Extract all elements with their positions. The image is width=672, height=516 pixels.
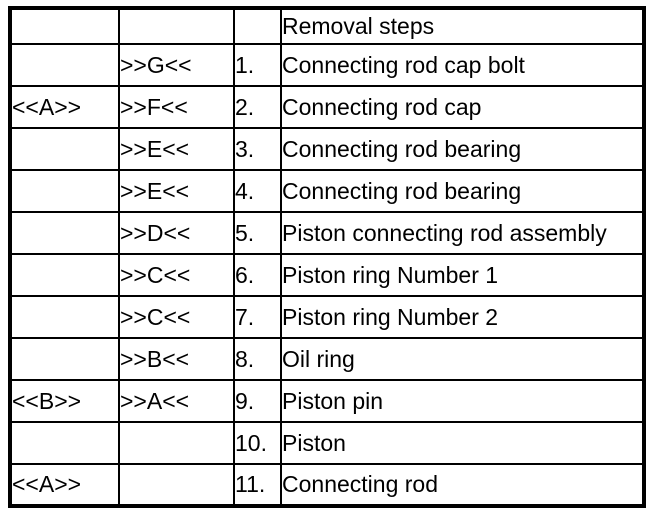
step-description-cell: Connecting rod bearing <box>280 127 645 171</box>
group-cell <box>9 253 120 297</box>
marker-cell: >>E<< <box>118 169 235 213</box>
table-row: >>E<< 3. Connecting rod bearing <box>9 127 645 171</box>
group-cell <box>9 169 120 213</box>
step-number-cell: 11. <box>233 463 282 507</box>
step-description-cell: Piston ring Number 1 <box>280 253 645 297</box>
group-cell <box>9 211 120 255</box>
group-cell: <<B>> <box>9 379 120 423</box>
marker-cell: >>F<< <box>118 85 235 129</box>
header-number-cell <box>233 7 282 45</box>
marker-cell <box>118 463 235 507</box>
step-description-cell: Connecting rod bearing <box>280 169 645 213</box>
step-description-cell: Piston pin <box>280 379 645 423</box>
step-description-cell: Connecting rod cap <box>280 85 645 129</box>
table-row: <<B>> >>A<< 9. Piston pin <box>9 379 645 423</box>
marker-cell: >>E<< <box>118 127 235 171</box>
marker-cell: >>A<< <box>118 379 235 423</box>
table-row: >>D<< 5. Piston connecting rod assembly <box>9 211 645 255</box>
group-cell <box>9 421 120 465</box>
table-row: >>B<< 8. Oil ring <box>9 337 645 381</box>
group-cell: <<A>> <box>9 85 120 129</box>
step-number-cell: 8. <box>233 337 282 381</box>
step-description-cell: Piston <box>280 421 645 465</box>
table-row: >>C<< 6. Piston ring Number 1 <box>9 253 645 297</box>
header-marker-cell <box>118 7 235 45</box>
step-number-cell: 1. <box>233 43 282 87</box>
step-description-cell: Connecting rod cap bolt <box>280 43 645 87</box>
table-row: <<A>> >>F<< 2. Connecting rod cap <box>9 85 645 129</box>
removal-steps-table: Removal steps >>G<< 1. Connecting rod ca… <box>8 6 646 508</box>
step-number-cell: 7. <box>233 295 282 339</box>
group-cell: <<A>> <box>9 463 120 507</box>
step-number-cell: 3. <box>233 127 282 171</box>
group-cell <box>9 295 120 339</box>
marker-cell <box>118 421 235 465</box>
marker-cell: >>C<< <box>118 295 235 339</box>
marker-cell: >>B<< <box>118 337 235 381</box>
step-description-cell: Piston ring Number 2 <box>280 295 645 339</box>
marker-cell: >>C<< <box>118 253 235 297</box>
group-cell <box>9 43 120 87</box>
table-row: >>E<< 4. Connecting rod bearing <box>9 169 645 213</box>
table-row: >>G<< 1. Connecting rod cap bolt <box>9 43 645 87</box>
step-description-cell: Connecting rod <box>280 463 645 507</box>
step-number-cell: 5. <box>233 211 282 255</box>
step-number-cell: 4. <box>233 169 282 213</box>
step-number-cell: 10. <box>233 421 282 465</box>
step-description-cell: Piston connecting rod assembly <box>280 211 645 255</box>
step-number-cell: 9. <box>233 379 282 423</box>
header-group-cell <box>9 7 120 45</box>
step-description-cell: Oil ring <box>280 337 645 381</box>
marker-cell: >>D<< <box>118 211 235 255</box>
step-number-cell: 2. <box>233 85 282 129</box>
marker-cell: >>G<< <box>118 43 235 87</box>
table-row: >>C<< 7. Piston ring Number 2 <box>9 295 645 339</box>
table-header-row: Removal steps <box>9 7 645 45</box>
table-row: 10. Piston <box>9 421 645 465</box>
group-cell <box>9 337 120 381</box>
group-cell <box>9 127 120 171</box>
header-title-removal-steps: Removal steps <box>280 7 645 45</box>
step-number-cell: 6. <box>233 253 282 297</box>
table-row: <<A>> 11. Connecting rod <box>9 463 645 507</box>
